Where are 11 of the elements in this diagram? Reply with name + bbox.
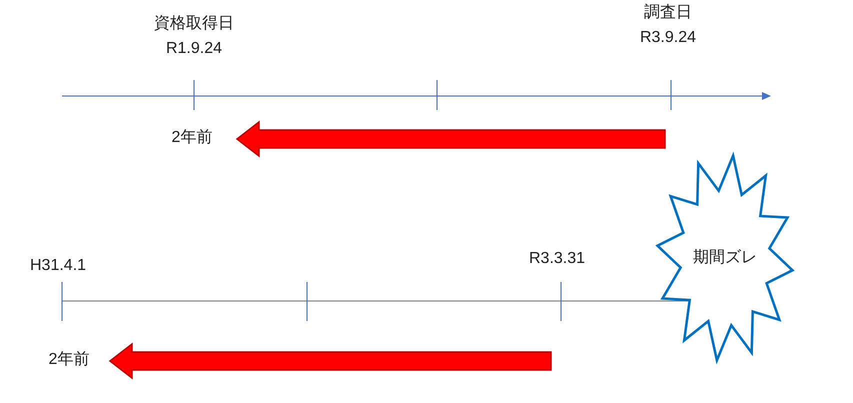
date-label: H31.4.1	[30, 257, 86, 275]
arrow	[236, 120, 666, 158]
date-label: R3.3.31	[529, 250, 586, 268]
label-text: 2年前	[172, 128, 212, 148]
label-text: R1.9.24	[166, 39, 222, 59]
callout-text: 期間ズレ	[693, 248, 757, 268]
label-text: 2年前	[48, 350, 90, 370]
label-text: 資格取得日	[154, 14, 234, 34]
arrow	[108, 342, 552, 380]
label-text: R3.9.24	[640, 28, 696, 48]
label-text: 調査日	[644, 2, 692, 24]
